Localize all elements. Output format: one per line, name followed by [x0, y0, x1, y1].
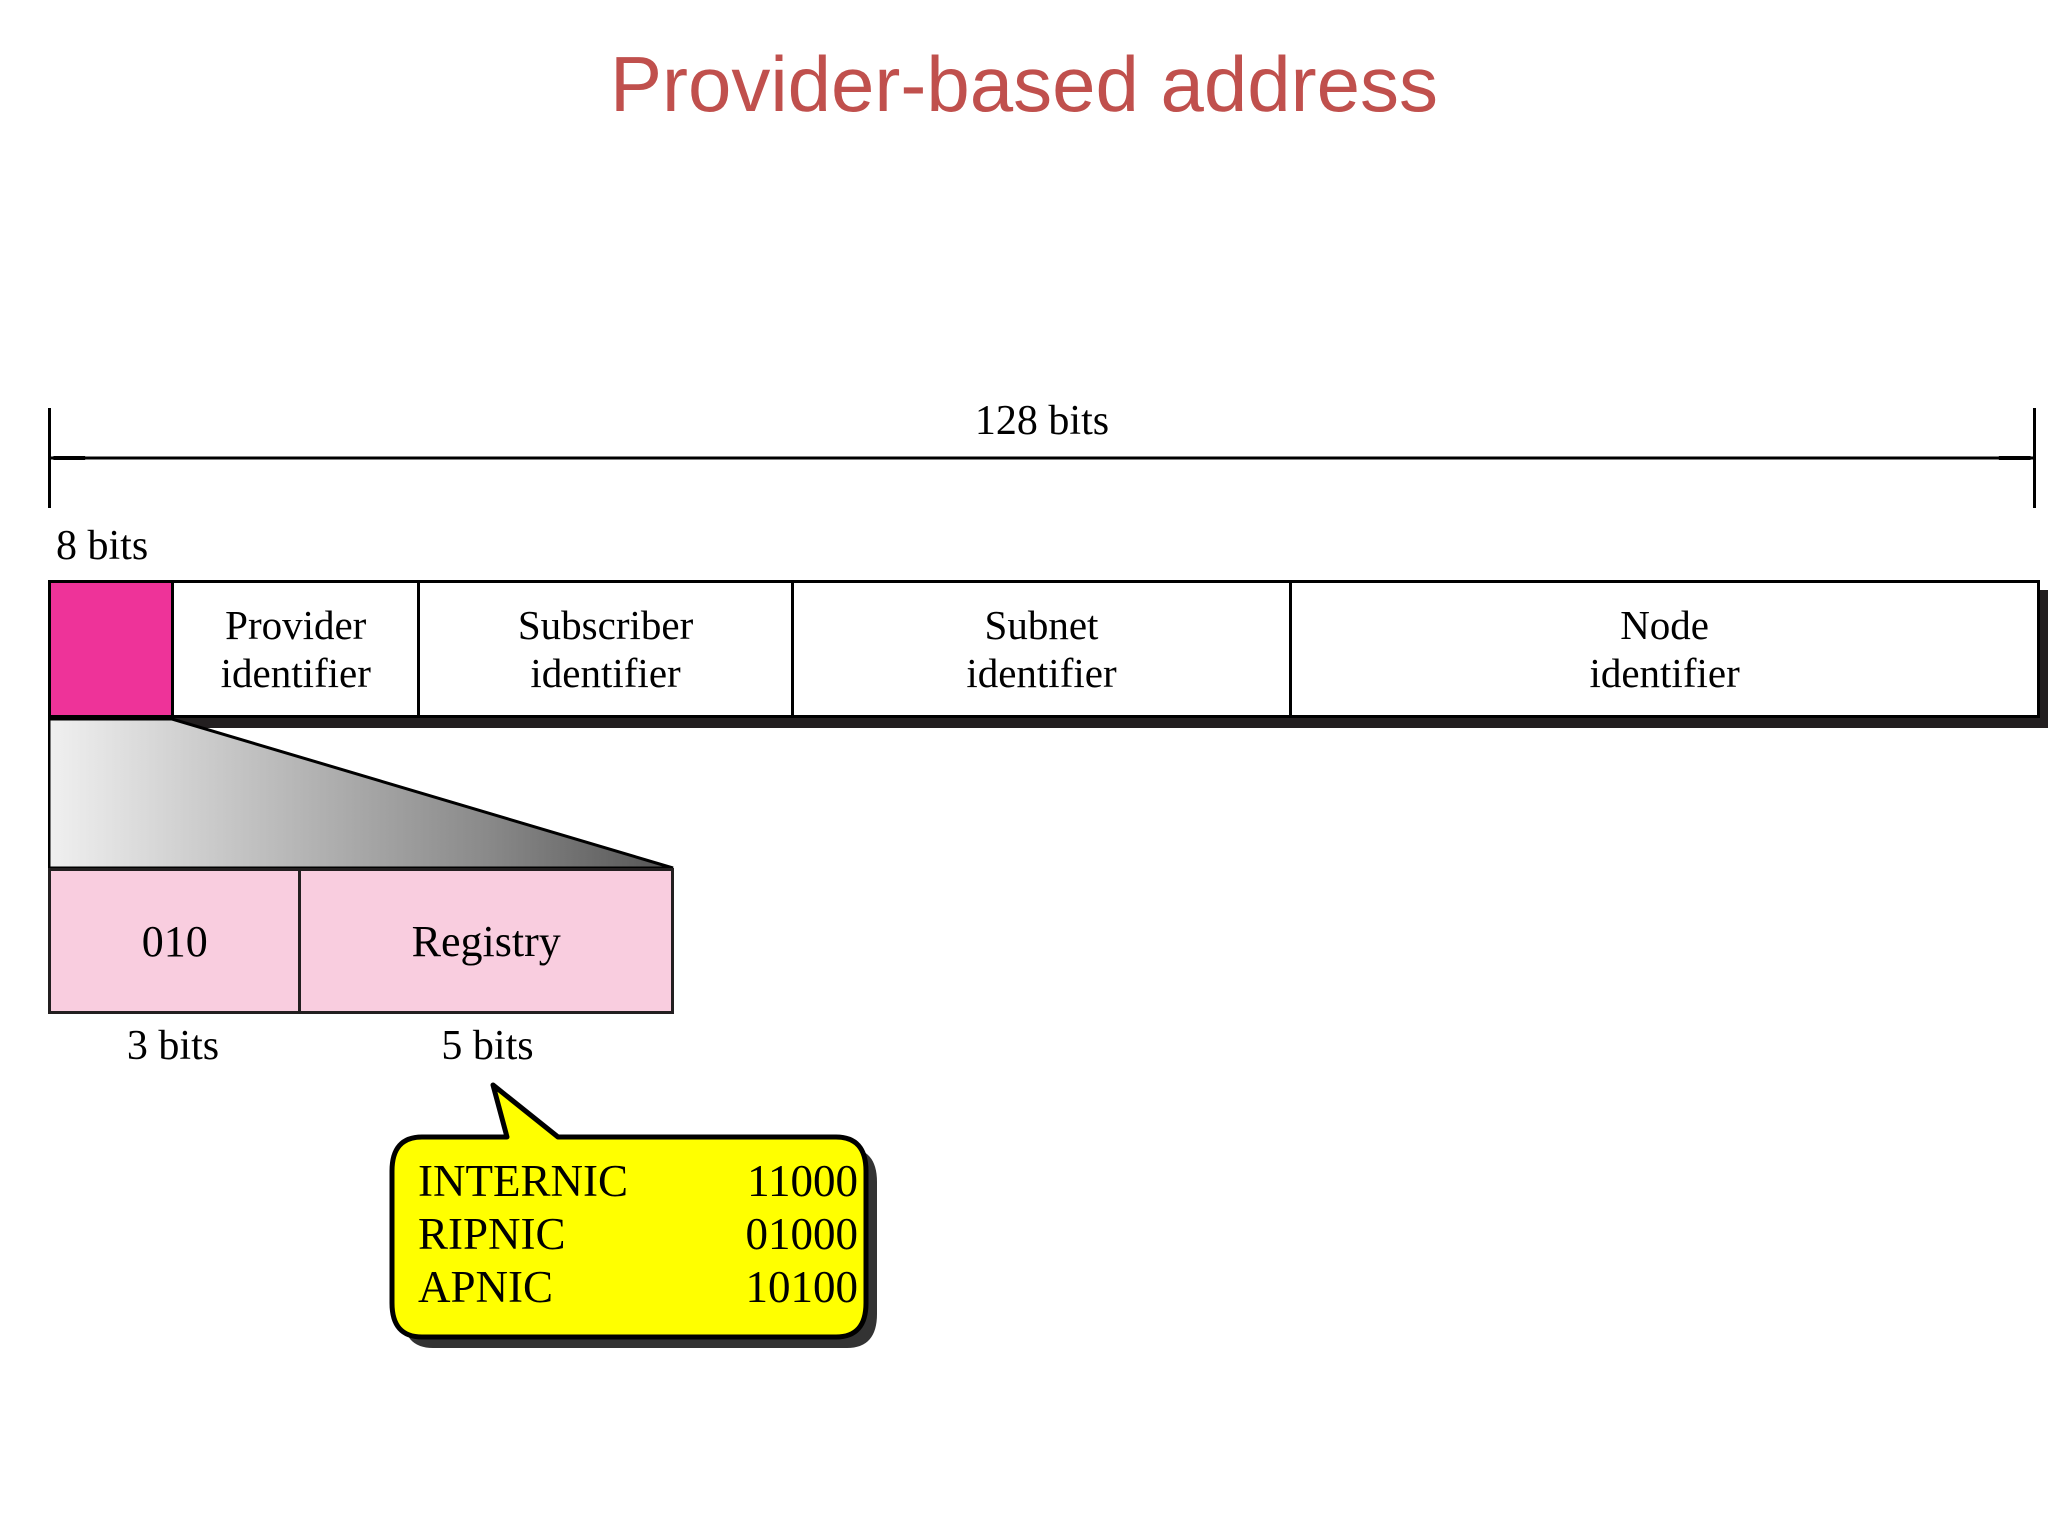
page-title: Provider-based address [609, 40, 1439, 128]
address-segment-provider: Provider identifier [174, 583, 421, 715]
detail-bits-label-5: 5 bits [441, 1023, 534, 1069]
detail-value: 010 [141, 916, 208, 966]
segment-label-line1: Provider [225, 601, 367, 648]
address-bar: Provider identifier Subscriber identifie… [48, 580, 2040, 718]
dimension-arrow-128bits [48, 456, 2036, 460]
registry-name: INTERNIC [418, 1156, 628, 1206]
registry-name: RIPNIC [418, 1209, 566, 1260]
registry-name: APNIC [418, 1262, 554, 1313]
segment-label-line2: identifier [220, 650, 371, 696]
segment-label-line1: Subnet [984, 601, 1099, 648]
dimension-label-prefix: 8 bits [56, 523, 149, 569]
callout-row: RIPNIC 01000 [418, 1208, 858, 1261]
registry-code: 01000 [745, 1209, 859, 1260]
registry-code: 10100 [745, 1262, 859, 1313]
callout-row: INTERNIC 11000 [418, 1155, 858, 1208]
registry-callout-text: INTERNIC 11000 RIPNIC 01000 APNIC 10100 [418, 1155, 858, 1314]
detail-cell-registry: Registry [301, 871, 671, 1011]
segment-label-line1: Node [1620, 601, 1709, 648]
address-segment-prefix [51, 583, 175, 715]
detail-bits-label-3: 3 bits [126, 1023, 220, 1069]
detail-cell-prefix-bits: 010 [51, 871, 302, 1011]
address-segment-subscriber: Subscriber identifier [420, 583, 794, 715]
detail-value: Registry [411, 916, 561, 966]
segment-label-line2: identifier [966, 650, 1117, 696]
segment-label-line2: identifier [530, 650, 681, 696]
registry-callout-balloon [380, 1075, 877, 1348]
zoom-funnel-gradient [48, 718, 674, 870]
registry-code: 11000 [747, 1156, 858, 1206]
address-segment-node: Node identifier [1292, 583, 2037, 715]
callout-row: APNIC 10100 [418, 1261, 858, 1314]
segment-label-line1: Subscriber [517, 601, 694, 648]
prefix-detail-row: 010 Registry [48, 868, 674, 1014]
segment-label-line2: identifier [1589, 650, 1740, 696]
address-segment-subnet: Subnet identifier [793, 583, 1293, 715]
dimension-label-total: 128 bits [974, 398, 1110, 444]
